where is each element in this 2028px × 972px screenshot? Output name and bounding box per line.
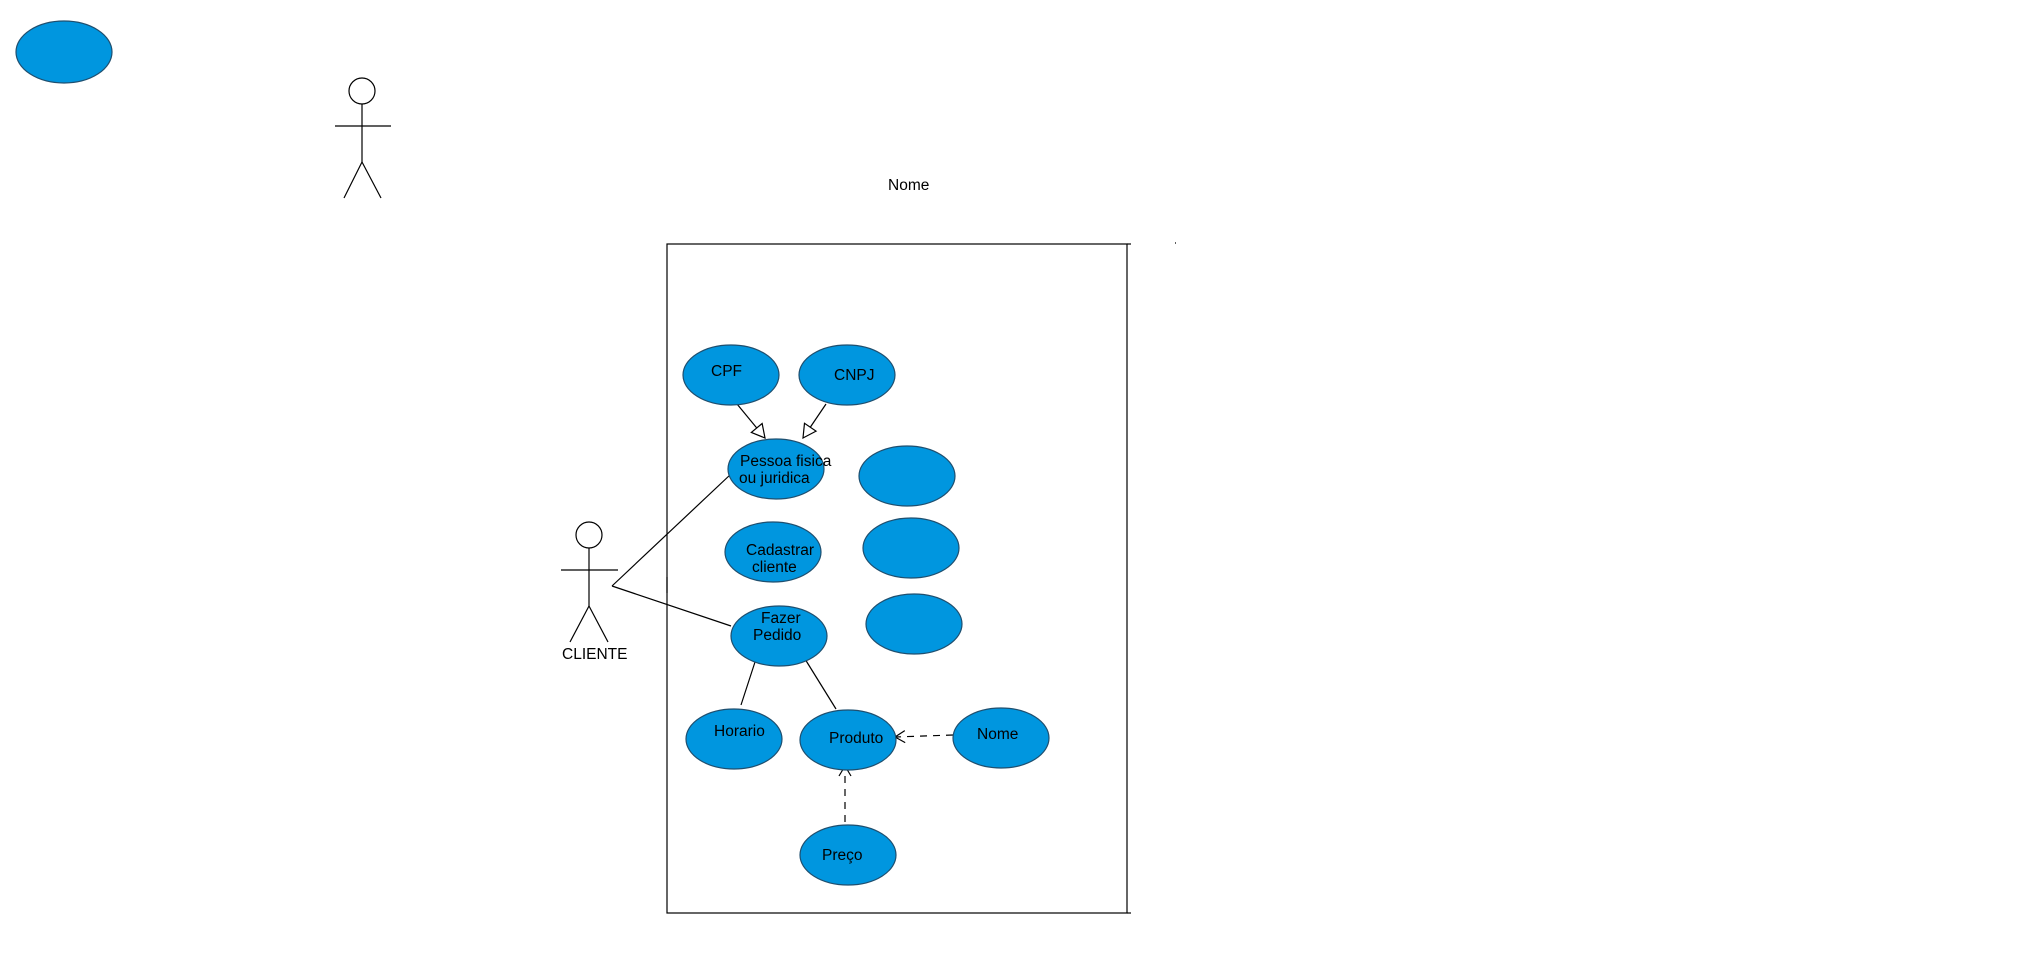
- use-case-horario: Horario: [685, 708, 783, 770]
- svg-text:Preço: Preço: [822, 847, 863, 864]
- actor-cliente: CLIENTE: [561, 521, 627, 663]
- palette-use-case-shape: [15, 20, 113, 84]
- svg-text:Fazer: Fazer: [761, 610, 801, 627]
- association-line: [740, 661, 756, 706]
- association-line: [611, 473, 732, 587]
- generalization-arrow: [802, 403, 827, 440]
- use-case-nome: Nome: [952, 707, 1050, 769]
- use-case-fazer-pedido: Fazer Pedido: [730, 605, 828, 667]
- svg-text:CNPJ: CNPJ: [834, 367, 874, 384]
- svg-text:Horario: Horario: [714, 723, 765, 740]
- svg-text:Nome: Nome: [977, 726, 1018, 743]
- use-case-cnpj: CNPJ: [798, 344, 896, 406]
- use-case-preco: Preço: [799, 824, 897, 886]
- use-case-cadastrar-cliente: Cadastrar cliente: [724, 521, 822, 583]
- system-boundary: [666, 243, 1128, 914]
- use-case-produto: Produto: [799, 709, 897, 771]
- svg-text:Pessoa fisica: Pessoa fisica: [740, 453, 832, 470]
- svg-text:Cadastrar: Cadastrar: [746, 542, 814, 559]
- use-case-pessoa-fisica-ou-juridica: Pessoa fisica ou juridica: [727, 438, 832, 500]
- actor-name: CLIENTE: [562, 646, 627, 663]
- use-case-unnamed: [862, 517, 960, 579]
- svg-text:cliente: cliente: [752, 559, 797, 576]
- use-case-cpf: CPF: [682, 344, 780, 406]
- association-line: [611, 585, 732, 627]
- diagram-title: Nome: [888, 177, 929, 194]
- palette-actor-icon: [335, 77, 391, 199]
- svg-text:Produto: Produto: [829, 730, 883, 747]
- svg-text:Pedido: Pedido: [753, 627, 801, 644]
- association-line: [804, 658, 837, 710]
- svg-text:ou juridica: ou juridica: [739, 470, 810, 487]
- svg-text:CPF: CPF: [711, 363, 742, 380]
- use-case-unnamed: [865, 593, 963, 655]
- dependency-arrow: [893, 730, 954, 744]
- use-case-unnamed: [858, 445, 956, 507]
- generalization-arrow: [736, 403, 766, 439]
